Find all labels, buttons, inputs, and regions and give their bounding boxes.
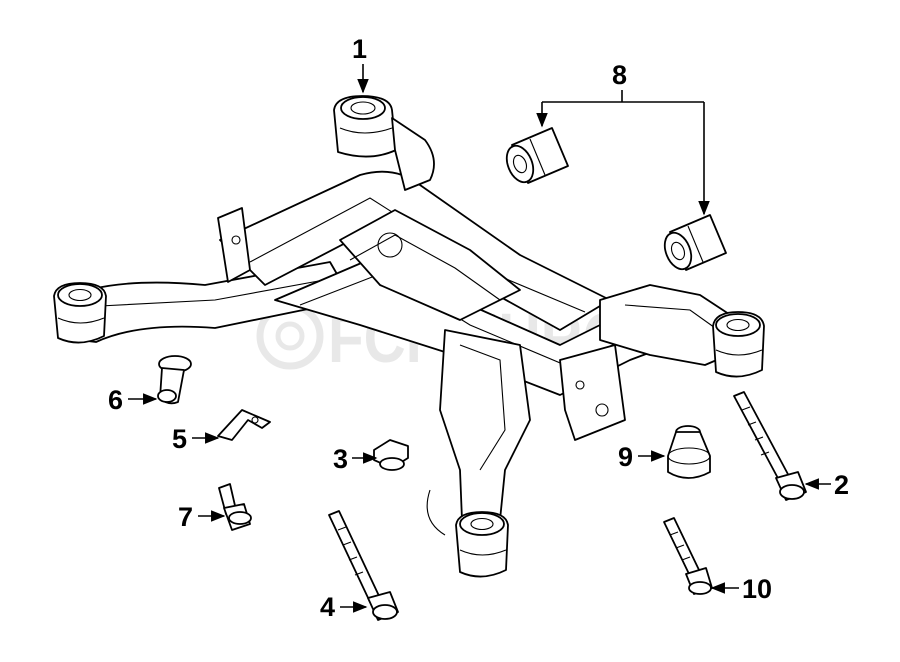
bushing-part-8-lower: [663, 214, 727, 271]
svg-text:5: 5: [172, 424, 187, 454]
bolt-part-7: [218, 483, 252, 531]
bolt-part-2: [733, 391, 807, 501]
svg-text:2: 2: [834, 470, 849, 500]
callout-4: 4: [320, 592, 368, 622]
subframe-part-1: [53, 95, 765, 578]
bolt-part-10: [663, 517, 713, 595]
callout-5: 5: [172, 424, 220, 454]
callout-10: 10: [710, 574, 772, 604]
bolt-part-4: [328, 510, 399, 621]
callout-3: 3: [333, 444, 378, 474]
cap-part-3: [373, 439, 409, 471]
sleeve-part-6: [157, 355, 192, 405]
svg-text:10: 10: [742, 574, 772, 604]
svg-text:6: 6: [108, 385, 123, 415]
svg-text:4: 4: [320, 592, 335, 622]
callouts: 1 2 3 4 5 6 7 8: [108, 34, 849, 622]
svg-text:8: 8: [612, 60, 627, 90]
svg-text:9: 9: [618, 442, 633, 472]
callout-6: 6: [108, 385, 158, 415]
bracket-part-5: [217, 409, 271, 441]
callout-9: 9: [618, 442, 666, 472]
callout-7: 7: [178, 502, 226, 532]
callout-8: 8: [536, 60, 710, 216]
svg-text:1: 1: [352, 34, 367, 64]
bump-stop-part-9: [667, 425, 711, 479]
callout-1: 1: [352, 34, 369, 94]
svg-text:7: 7: [178, 502, 193, 532]
bushing-part-8-upper: [505, 127, 569, 184]
svg-text:3: 3: [333, 444, 348, 474]
callout-2: 2: [804, 470, 849, 500]
